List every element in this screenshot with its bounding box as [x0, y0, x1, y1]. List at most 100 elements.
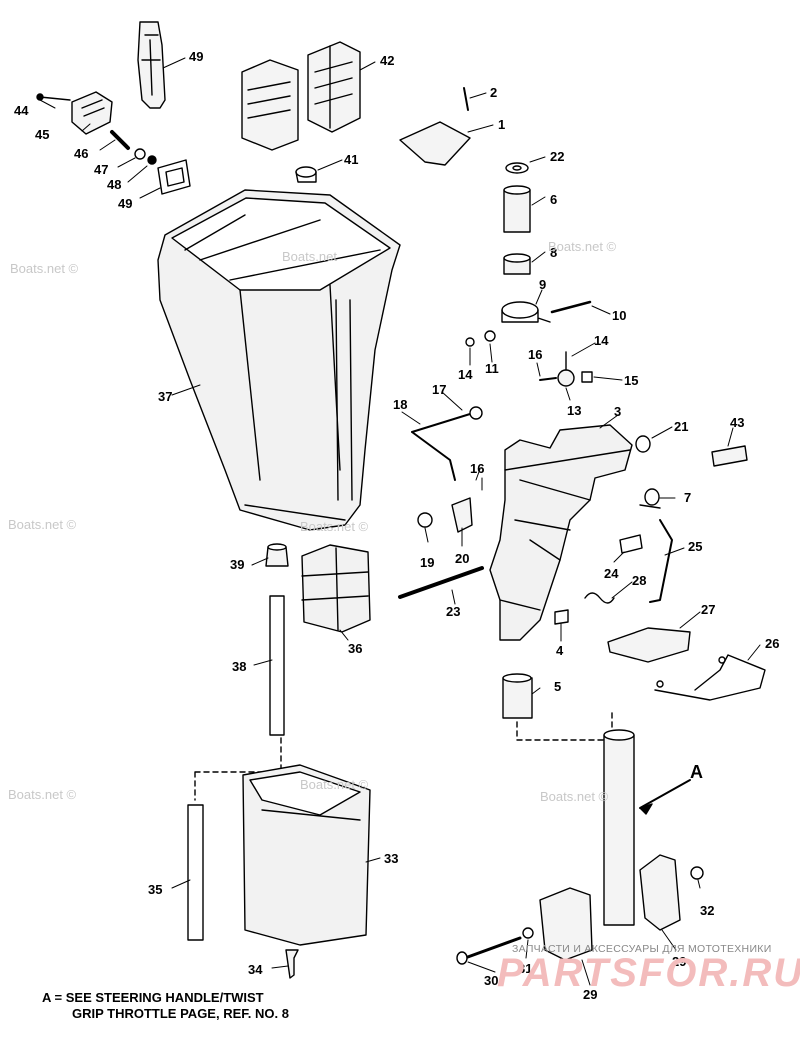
callout-28: 28: [632, 573, 647, 588]
callout-17: 17: [432, 382, 447, 397]
part-32-bracket: [639, 854, 704, 931]
callout-47: 48: [107, 177, 122, 192]
callout-42: 43: [730, 415, 745, 430]
callout-49: 49: [189, 49, 204, 64]
callout-31: 31: [518, 961, 533, 976]
callout-1: 1: [498, 117, 506, 132]
part-40-grommet: [295, 166, 317, 183]
callout-34: 34: [248, 962, 263, 977]
callout-21: 21: [674, 419, 689, 434]
part-9-clamp: [501, 300, 592, 323]
part-37-exhaust-housing: [157, 189, 401, 531]
part-5-bushing: [502, 673, 613, 741]
footnote-line-1: A = SEE STEERING HANDLE/TWIST: [42, 990, 264, 1005]
callout-46: 47: [94, 162, 109, 177]
callout-12: 14: [458, 367, 473, 382]
callout-25: 25: [688, 539, 703, 554]
part-33-adapter: [242, 764, 371, 946]
part-7-bolt: [639, 488, 661, 509]
callout-22: 23: [446, 604, 461, 619]
callout-29-bottom: 29: [583, 987, 598, 1002]
callout-3: 3: [614, 404, 622, 419]
callout-24: 24: [604, 566, 619, 581]
callout-19: 19: [420, 555, 435, 570]
callout-18: 18: [393, 397, 408, 412]
callout-38: 38: [232, 659, 247, 674]
parts-19-22-tilt-parts: [398, 435, 651, 599]
part-38-water-tube: [194, 595, 285, 801]
callout-45: 46: [74, 146, 89, 161]
callout-16-mid: 16: [470, 461, 485, 476]
steering-tube: [603, 729, 691, 926]
callout-40: 41: [344, 152, 359, 167]
part-24-decal: [619, 534, 643, 554]
callout-5: 5: [554, 679, 562, 694]
callout-8: 8: [550, 245, 558, 260]
watermark-header: Boats.net: [282, 249, 337, 264]
watermark: Boats.net ©: [10, 261, 79, 276]
part-27-plate: [607, 627, 691, 663]
part-1-cover: [399, 87, 471, 166]
callout-44: 45: [35, 127, 50, 142]
callout-16-top: 16: [528, 347, 543, 362]
callout-43: 44: [14, 103, 29, 118]
part-25-rod: [649, 519, 673, 603]
callout-30: 30: [484, 973, 499, 988]
callout-48: 49: [118, 196, 133, 211]
watermark: Boats.net ©: [300, 519, 369, 534]
callout-11: 11: [485, 361, 499, 376]
part-29-bracket: [539, 887, 593, 961]
part-39-bushing: [265, 543, 289, 567]
parts-13-16-linkage: [539, 351, 593, 387]
watermark: Boats.net ©: [8, 787, 77, 802]
banner-tagline: ЗАПЧАСТИ И АКСЕССУАРЫ ДЛЯ МОТОТЕХНИКИ: [512, 943, 772, 955]
callout-14: 14: [594, 333, 609, 348]
footnote-line-2: GRIP THROTTLE PAGE, REF. NO. 8: [72, 1006, 289, 1021]
part-3-swivel-bracket: [489, 424, 633, 641]
part-41-insulators: [241, 41, 361, 151]
part-23-washer: [505, 162, 529, 174]
label-a: A: [690, 762, 703, 782]
part-35-tube: [187, 804, 204, 941]
parts-11-12-nut-washer: [465, 330, 496, 347]
part-28-spring: [584, 592, 615, 604]
callout-35: 35: [148, 882, 163, 897]
callout-37: 37: [158, 389, 173, 404]
callout-41: 42: [380, 53, 395, 68]
part-26-tilt-lever: [654, 654, 766, 701]
callout-13: 13: [567, 403, 582, 418]
callout-9: 9: [539, 277, 547, 292]
watermark: Boats.net ©: [540, 789, 609, 804]
parts-30-31-bolt-washer: [456, 927, 534, 965]
part-49-clip: [137, 21, 166, 109]
part-42-decal: [711, 445, 748, 467]
callout-27: 27: [701, 602, 716, 617]
part-8-ring: [503, 253, 531, 275]
watermark: Boats.net ©: [300, 777, 369, 792]
callout-7: 7: [684, 490, 692, 505]
watermark: Boats.net ©: [548, 239, 617, 254]
callout-6: 6: [550, 192, 558, 207]
callout-32: 32: [700, 903, 715, 918]
part-4-nut: [554, 609, 569, 625]
banner-logo: PARTSFOR.RU: [497, 951, 800, 995]
watermark: Boats.net ©: [8, 517, 77, 532]
callout-4: 4: [556, 643, 564, 658]
callout-36: 36: [348, 641, 363, 656]
callout-39: 39: [230, 557, 245, 572]
callout-29-right: 29: [672, 954, 687, 969]
callout-15: 15: [624, 373, 639, 388]
callout-33: 33: [384, 851, 399, 866]
part-34-screw: [285, 949, 299, 979]
callout-23: 22: [550, 149, 565, 164]
callout-26: 26: [765, 636, 780, 651]
leader-lines: [39, 57, 761, 986]
parts-17-18-shift-rod: [411, 406, 483, 481]
callout-10: 10: [612, 308, 627, 323]
parts-43-48-connector: [36, 91, 191, 195]
callout-20: 20: [455, 551, 470, 566]
part-36-mount: [301, 544, 371, 633]
callout-2: 2: [490, 85, 498, 100]
